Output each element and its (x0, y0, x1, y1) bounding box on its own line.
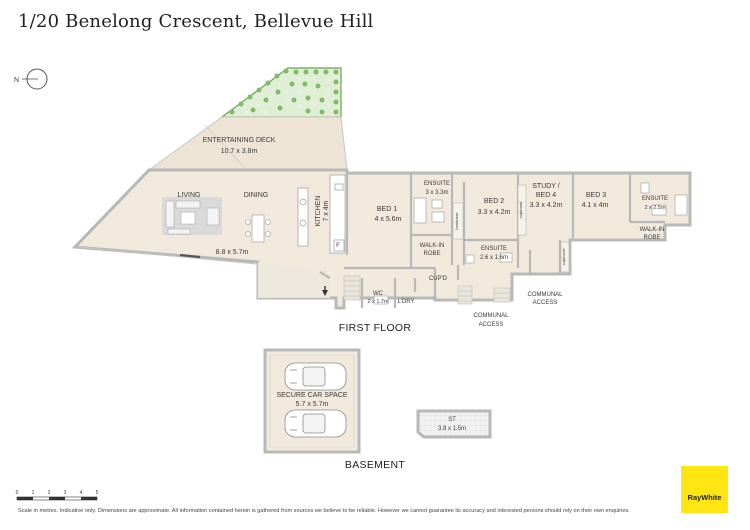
bed1-label: BED 1 (377, 206, 397, 213)
walkin3-label-a: WALK-IN (640, 227, 665, 233)
communal-access-1-b: ACCESS (479, 322, 504, 328)
living-label: LIVING (178, 192, 201, 199)
wc-label: WC (373, 291, 384, 297)
bathroom-fixtures (373, 182, 688, 305)
kitchen-island (297, 174, 346, 254)
bed2-size: 3.3 x 4.2m (478, 209, 511, 216)
living-furniture (162, 197, 222, 235)
dining-table (245, 214, 271, 243)
secure-car-space: SECURE CAR SPACE 5.7 x 5.7m (263, 348, 361, 454)
scale-tick: 5 (96, 490, 99, 496)
disclaimer-text: Scale in metres. Indicative only. Dimens… (18, 508, 630, 514)
bed3-size: 4.1 x 4m (582, 202, 609, 209)
scale-tick: 0 (16, 490, 19, 496)
kitchen-size: 7 x 4m (323, 200, 330, 221)
scale-tick: 2 (48, 490, 51, 496)
bed2-label: BED 2 (484, 198, 504, 205)
car-space-label: SECURE CAR SPACE (276, 392, 347, 399)
bookcase-label: bookcase (454, 212, 459, 230)
first-floor-outline (71, 168, 692, 310)
ensuite1-label: ENSUITE (424, 181, 450, 187)
communal-access-2-a: COMMUNAL (527, 292, 563, 298)
ensuite1-size: 3 x 3.3m (425, 190, 448, 196)
study-label-a: STUDY / (532, 183, 560, 190)
walkin3-label-b: ROBE (643, 235, 660, 241)
cupboard-label: CUP'D (429, 276, 448, 282)
ensuite3-label: ENSUITE (642, 196, 668, 202)
dining-label: DINING (244, 192, 269, 199)
stairs (343, 275, 511, 305)
study-label-b: BED 4 (536, 192, 556, 199)
scale-ticks: 0 1 2 3 4 5 (16, 490, 99, 496)
raywhite-logo: RayWhite (681, 466, 728, 513)
ensuite2-label: ENSUITE (481, 246, 507, 252)
kitchen-label: KITCHEN (315, 196, 322, 227)
fridge-label: F (336, 243, 340, 249)
page-title: 1/20 Benelong Crescent, Bellevue Hill (18, 11, 374, 32)
bed1-size: 4 x 5.6m (375, 216, 402, 223)
scale-tick: 3 (64, 490, 67, 496)
cupboard-study-label: cupboard (518, 202, 523, 219)
deck-label: ENTERTAINING DECK (203, 137, 276, 144)
wc-size: 2 x 1.7m (367, 299, 389, 305)
walkin1-label-a: WALK-IN (420, 243, 445, 249)
first-floor-heading: FIRST FLOOR (339, 322, 412, 334)
scale-tick: 1 (32, 490, 35, 496)
ensuite3-size: 2 x 2.5m (644, 205, 666, 211)
study-size: 3.3 x 4.2m (530, 202, 563, 209)
compass-north-label: N (14, 77, 19, 84)
living-size: 8.8 x 5.7m (216, 249, 249, 256)
communal-access-2-b: ACCESS (533, 300, 558, 306)
storage-label: ST (448, 417, 456, 423)
compass-icon: N (14, 68, 48, 90)
walkin1-label-b: ROBE (423, 251, 440, 257)
storage-size: 3.8 x 1.5m (438, 426, 466, 432)
communal-access-1-a: COMMUNAL (473, 313, 509, 319)
deck-size: 10.7 x 3.8m (221, 148, 258, 155)
car-icon (284, 409, 347, 438)
ensuite2-size: 2.6 x 1.6m (480, 255, 508, 261)
car-space-size: 5.7 x 5.7m (296, 401, 329, 408)
bed3-label: BED 3 (586, 192, 606, 199)
brand-name: RayWhite (687, 493, 722, 502)
car-icon (284, 362, 347, 391)
cupboard-hall-label: cupboard (561, 249, 566, 266)
storage-room: ST 3.8 x 1.5m (416, 409, 492, 439)
basement-heading: BASEMENT (345, 459, 405, 471)
garden-area (220, 67, 342, 118)
scale-bar (16, 496, 98, 501)
scale-tick: 4 (80, 490, 83, 496)
laundry-label: L'DRY (397, 299, 414, 305)
